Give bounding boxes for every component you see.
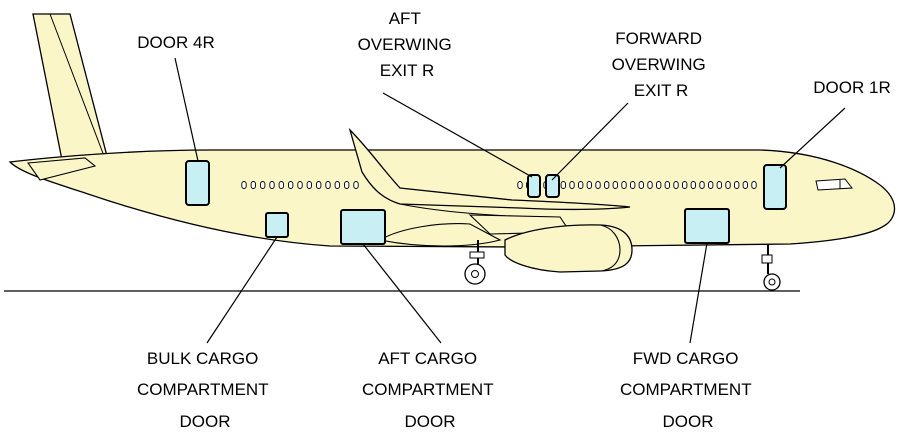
leader-aft-cargo — [362, 243, 442, 344]
cabin-window — [250, 181, 256, 189]
cabin-window — [306, 181, 312, 189]
cabin-windows-fwd — [517, 181, 757, 189]
cabin-window — [297, 181, 303, 189]
label-aft-cargo-line: AFT CARGO — [378, 349, 477, 368]
cabin-window — [751, 181, 757, 189]
horizontal-stabilizer — [26, 157, 97, 181]
cabin-windows-aft — [241, 181, 359, 189]
label-aft-overwing-exit-r: AFT OVERWING EXIT R — [358, 9, 457, 80]
label-fwd-cargo-line: DOOR — [663, 412, 714, 431]
label-bulk-cargo-line: DOOR — [180, 412, 231, 431]
leader-aft-overwing-exit — [382, 92, 533, 178]
nose-gear-door — [761, 254, 773, 264]
leader-door-1r — [779, 107, 846, 169]
cabin-window — [278, 181, 284, 189]
label-door-1r: DOOR 1R — [813, 78, 890, 97]
cabin-window — [638, 181, 644, 189]
cabin-window — [630, 181, 636, 189]
label-door-1r-line: DOOR 1R — [813, 78, 890, 97]
cabin-window — [656, 181, 662, 189]
cabin-window — [699, 181, 705, 189]
cabin-window — [288, 181, 294, 189]
label-forward-overwing-line: EXIT R — [634, 81, 688, 100]
cabin-window — [682, 181, 688, 189]
label-forward-overwing-exit-r: FORWARD OVERWING EXIT R — [612, 29, 711, 100]
label-aft-cargo-line: DOOR — [405, 412, 456, 431]
door-4r — [185, 160, 210, 206]
label-fwd-cargo-line: FWD CARGO — [633, 349, 739, 368]
cabin-window — [260, 181, 266, 189]
aft-overwing-exit-r — [527, 174, 541, 198]
cabin-window — [316, 181, 322, 189]
bulk-cargo-door — [265, 212, 289, 238]
cabin-window — [344, 181, 350, 189]
label-aft-overwing-line: AFT — [389, 9, 421, 28]
label-forward-overwing-line: FORWARD — [615, 29, 702, 48]
main-gear-hub — [471, 270, 479, 278]
cabin-window — [578, 181, 584, 189]
label-bulk-cargo-line: COMPARTMENT — [137, 380, 268, 399]
leader-bulk-cargo — [206, 236, 278, 344]
forward-overwing-exit-r — [545, 174, 560, 198]
cabin-window — [742, 181, 748, 189]
aft-cargo-door — [340, 209, 386, 245]
label-door-4r: DOOR 4R — [137, 33, 214, 52]
label-fwd-cargo-line: COMPARTMENT — [620, 380, 751, 399]
label-aft-overwing-line: EXIT R — [380, 61, 434, 80]
label-fwd-cargo-door: FWD CARGO COMPARTMENT DOOR — [620, 349, 756, 431]
cabin-window — [664, 181, 670, 189]
cabin-window — [569, 181, 575, 189]
door-1r — [763, 164, 787, 210]
label-aft-cargo-door: AFT CARGO COMPARTMENT DOOR — [362, 349, 498, 431]
label-aft-cargo-line: COMPARTMENT — [362, 380, 493, 399]
main-gear-leg — [469, 251, 485, 259]
cabin-window — [621, 181, 627, 189]
label-forward-overwing-line: OVERWING — [612, 55, 706, 74]
cabin-window — [353, 181, 359, 189]
cabin-window — [334, 181, 340, 189]
leader-forward-overwing-exit — [551, 102, 629, 181]
rudder-hinge-line — [49, 13, 105, 157]
cabin-window — [604, 181, 610, 189]
label-bulk-cargo-line: BULK CARGO — [147, 349, 258, 368]
wing-fairing — [378, 223, 502, 247]
cockpit-windows — [815, 178, 853, 191]
cabin-window — [647, 181, 653, 189]
cabin-window — [734, 181, 740, 189]
cabin-window — [716, 181, 722, 189]
cabin-window — [673, 181, 679, 189]
label-aft-overwing-line: OVERWING — [358, 35, 452, 54]
cabin-window — [325, 181, 331, 189]
cabin-window — [612, 181, 618, 189]
label-bulk-cargo-door: BULK CARGO COMPARTMENT DOOR — [137, 349, 273, 431]
cabin-window — [269, 181, 275, 189]
wing — [348, 127, 631, 211]
cabin-window — [690, 181, 696, 189]
fwd-cargo-door — [684, 208, 730, 244]
cabin-window — [725, 181, 731, 189]
cabin-window — [595, 181, 601, 189]
cabin-window — [517, 181, 523, 189]
cabin-window — [586, 181, 592, 189]
leader-fwd-cargo — [689, 242, 708, 344]
nose-gear-hub — [768, 278, 776, 286]
engine-intake — [599, 224, 621, 272]
label-door-4r-line: DOOR 4R — [137, 33, 214, 52]
leader-door-4r — [174, 57, 199, 162]
cabin-window — [560, 181, 566, 189]
cabin-window — [241, 181, 247, 189]
cabin-window — [708, 181, 714, 189]
